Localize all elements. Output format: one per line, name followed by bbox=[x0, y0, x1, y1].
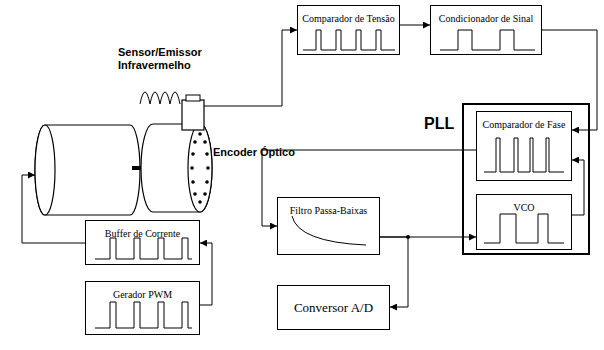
encoder-hole bbox=[198, 132, 202, 136]
encoder-hole bbox=[193, 140, 197, 144]
process-box: Condicionador de Sinal bbox=[430, 5, 542, 55]
part-label: Sensor/Emissor Infravermelho bbox=[118, 46, 218, 72]
sensor-wire bbox=[204, 30, 297, 106]
encoder-hole bbox=[205, 180, 209, 184]
signal-connector bbox=[572, 160, 584, 215]
encoder-hole bbox=[203, 140, 207, 144]
box-label: Condicionador de Sinal bbox=[439, 13, 533, 25]
box-label: Comparador de Tensão bbox=[302, 13, 394, 25]
motor-face bbox=[35, 125, 55, 215]
signal-connector bbox=[400, 25, 430, 26]
signal-connector bbox=[200, 243, 212, 305]
box-label: Gerador PWM bbox=[113, 289, 172, 301]
encoder-hole bbox=[191, 152, 195, 156]
process-box: Filtro Passa-Baixas bbox=[277, 197, 380, 255]
process-box: Comparador de Fase bbox=[476, 111, 572, 181]
ir-sensor bbox=[182, 100, 204, 130]
pulse-wave bbox=[484, 214, 564, 243]
encoder-hole bbox=[193, 192, 197, 196]
process-box: VCO bbox=[476, 194, 572, 250]
decay-curve bbox=[292, 216, 366, 245]
encoder-hole bbox=[206, 166, 210, 170]
ir-emitter bbox=[186, 95, 200, 101]
motor-body bbox=[35, 125, 140, 215]
box-label: Conversor A/D bbox=[294, 300, 373, 315]
encoder-holes bbox=[190, 132, 210, 204]
encoder-hole bbox=[203, 192, 207, 196]
box-label: VCO bbox=[513, 202, 534, 214]
pulse-wave bbox=[440, 30, 535, 50]
encoder-hole bbox=[191, 180, 195, 184]
box-label: Filtro Passa-Baixas bbox=[290, 205, 368, 217]
box-label: Comparador de Fase bbox=[483, 119, 566, 131]
rectified-wave bbox=[140, 92, 180, 104]
pll-block: PLLComparador de FaseVCO bbox=[462, 103, 590, 255]
process-box: Buffer de Corrente bbox=[85, 220, 200, 265]
pulse-wave bbox=[484, 138, 564, 172]
encoder-hole bbox=[190, 166, 194, 170]
signal-connector bbox=[262, 150, 476, 226]
encoder-disk bbox=[188, 124, 212, 212]
pulse-wave bbox=[95, 238, 192, 259]
part-label: Encoder Óptico bbox=[213, 146, 303, 159]
motor-wire bbox=[22, 175, 85, 243]
encoder-hole bbox=[205, 152, 209, 156]
block-title: PLL bbox=[424, 115, 454, 133]
box-label: Buffer de Corrente bbox=[105, 228, 180, 240]
pulse-wave bbox=[95, 302, 192, 328]
signal-connector bbox=[380, 237, 408, 307]
process-box: Gerador PWM bbox=[85, 281, 200, 335]
pulse-wave bbox=[303, 30, 395, 50]
process-box: Comparador de Tensão bbox=[297, 5, 400, 55]
encoder-body bbox=[141, 124, 212, 212]
encoder-hole bbox=[198, 200, 202, 204]
process-box: Conversor A/D bbox=[277, 285, 390, 330]
